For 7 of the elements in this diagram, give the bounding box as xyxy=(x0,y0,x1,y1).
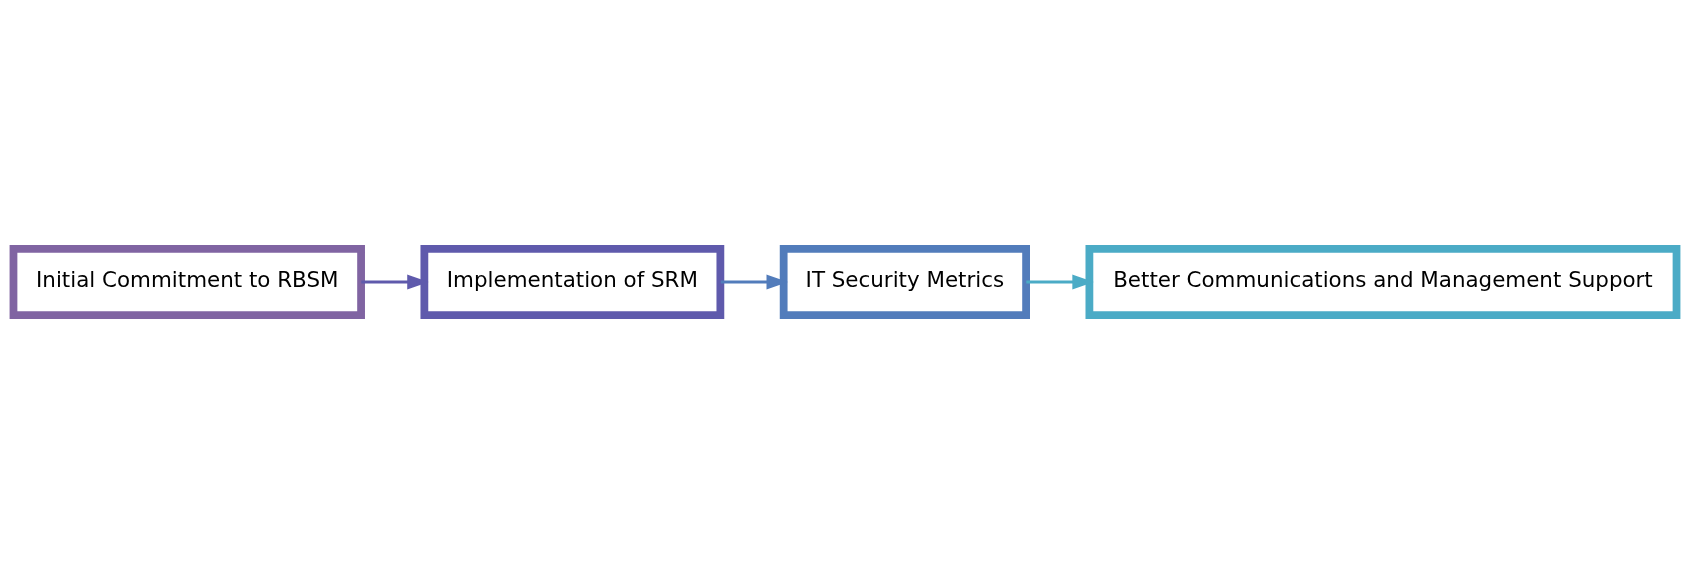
node-box: IT Security Metrics xyxy=(779,245,1030,319)
node-box: Implementation of SRM xyxy=(420,245,725,319)
arrow xyxy=(361,274,429,290)
arrow xyxy=(720,274,788,290)
node-box: Better Communications and Management Support xyxy=(1085,245,1681,319)
node-box: Initial Commitment to RBSM xyxy=(9,245,365,319)
arrow xyxy=(1026,274,1094,290)
